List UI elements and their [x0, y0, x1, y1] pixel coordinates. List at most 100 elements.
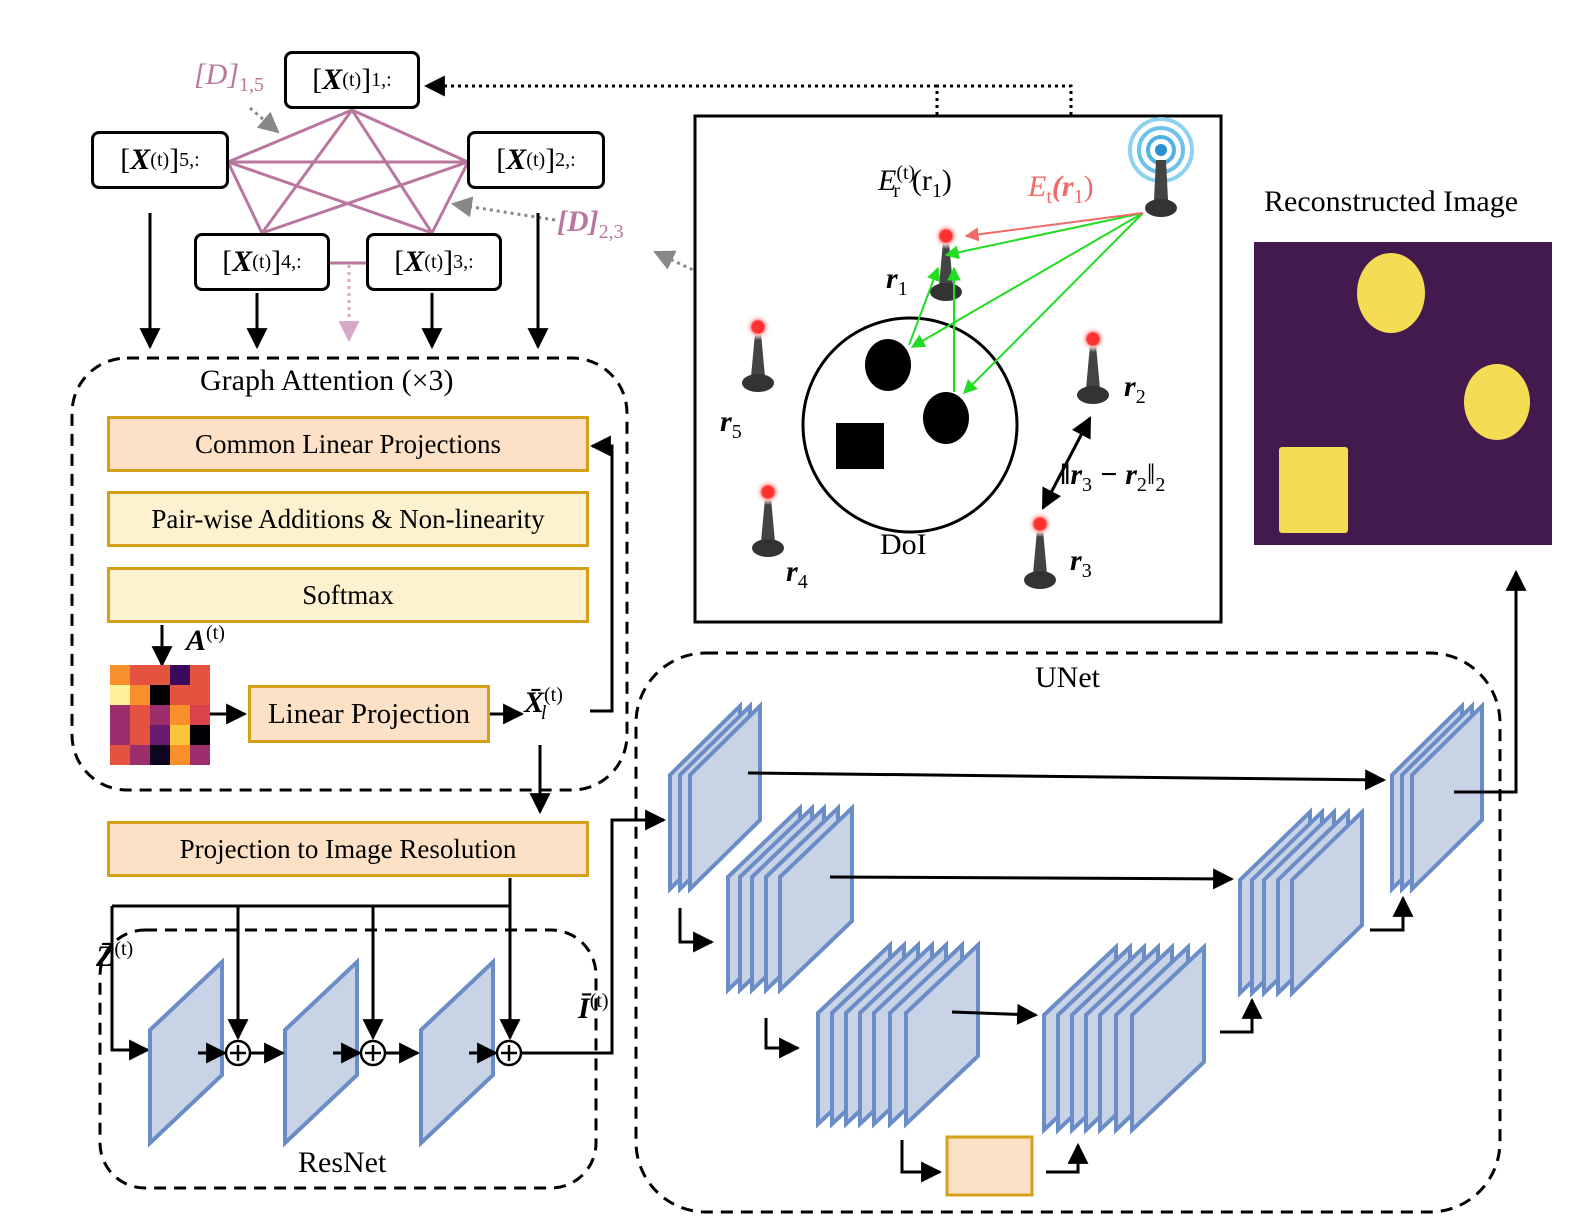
et-close: )	[1083, 170, 1094, 203]
resnet-region	[98, 928, 598, 1190]
er-arg-sub: 1	[931, 180, 942, 202]
scatterer-1	[865, 339, 911, 391]
distance-s1: 3	[1082, 474, 1093, 496]
node-5-main: X	[130, 143, 151, 176]
attention-cell	[110, 665, 130, 685]
et-arg-sub: 1	[1073, 186, 1084, 208]
recon-blob-2	[1464, 364, 1530, 440]
receiver-label-2: r2	[1124, 370, 1146, 409]
receiver-label-4: r4	[786, 555, 808, 594]
attention-cell	[150, 705, 170, 725]
attention-cell	[150, 665, 170, 685]
d23-label: [D]2,3	[557, 205, 624, 244]
attention-cell	[130, 745, 150, 765]
attention-loop-arrow	[589, 435, 614, 713]
graph-attention-region	[70, 356, 629, 792]
receiver-antenna-icon	[1077, 326, 1109, 404]
node-3-sup: (t)	[424, 250, 444, 273]
attention-cell	[130, 725, 150, 745]
resnet-title: ResNet	[298, 1146, 386, 1180]
node-3-sub: 3,:	[453, 250, 474, 273]
attention-output-main: X̄	[524, 686, 545, 719]
unet-arrows	[678, 569, 1527, 1183]
attention-cell	[170, 745, 190, 765]
transmitter-icon	[1128, 117, 1194, 217]
resnet-input-main: Z̄	[96, 940, 115, 973]
attention-cell	[130, 665, 150, 685]
et-label: Et(r1)	[1028, 170, 1094, 209]
receiver-2-sub: 2	[1135, 386, 1146, 408]
graph-node-4: [X(t)]4,:	[194, 233, 330, 291]
node-4-sup: (t)	[252, 250, 272, 273]
receiver-antenna-icon	[752, 479, 784, 557]
attention-cell	[110, 705, 130, 725]
scatterer-square	[836, 423, 884, 469]
d15-sub: 1,5	[239, 74, 265, 96]
er-label: E(t)r(r1)	[878, 162, 952, 203]
graph-attention-repeat: (×3)	[401, 364, 454, 397]
common-linear-projections-label: Common Linear Projections	[195, 428, 501, 459]
node-2-sub: 2,:	[555, 148, 576, 171]
resnet-input-sup: (t)	[114, 938, 134, 960]
pairwise-additions-block: Pair-wise Additions & Non-linearity	[107, 491, 589, 547]
attention-label: A(t)	[186, 622, 225, 658]
resnet-input-label: Z̄(t)	[96, 938, 133, 974]
softmax-block: Softmax	[107, 567, 589, 623]
attention-label-sup: (t)	[206, 622, 225, 644]
receiver-antenna-icon	[1024, 511, 1056, 589]
unet-title-text: UNet	[1035, 661, 1100, 694]
node-2-sup: (t)	[526, 148, 546, 171]
unet-title: UNet	[1035, 661, 1100, 695]
attention-cell	[130, 705, 150, 725]
attention-cell	[190, 745, 210, 765]
resnet-title-text: ResNet	[298, 1146, 387, 1179]
reconstructed-image-title: Reconstructed Image	[1264, 185, 1518, 219]
attention-output-label: X̄(t)l	[524, 684, 563, 725]
receiver-label-1: r1	[886, 262, 908, 301]
receiver-2-name: r	[1124, 370, 1136, 403]
incident-field-arrows	[908, 212, 1144, 394]
d15-pointer	[249, 106, 280, 134]
receiver-antenna-icon	[742, 314, 774, 392]
distance-close: ‖	[1146, 458, 1156, 491]
distance-arrow	[1041, 416, 1092, 510]
attention-cell	[110, 685, 130, 705]
distance-s3: 2	[1155, 474, 1166, 496]
resnet-output-main: Ī	[578, 992, 590, 1025]
doi-label: DoI	[880, 528, 927, 562]
common-linear-projections-block: Common Linear Projections	[107, 416, 589, 472]
receiver-1-sub: 1	[897, 278, 908, 300]
attention-cell	[110, 725, 130, 745]
er-sub: r	[893, 180, 900, 202]
node-2-main: X	[506, 143, 527, 176]
receiver-5-sub: 5	[731, 421, 742, 443]
recon-blob-1	[1357, 253, 1425, 333]
d23-pointer	[450, 196, 556, 222]
receiver-5-name: r	[720, 405, 732, 438]
attention-matrix	[110, 665, 210, 765]
attention-cell	[190, 725, 210, 745]
attention-cell	[170, 725, 190, 745]
unet-layers	[668, 701, 1484, 1135]
node-1-main: X	[322, 63, 343, 96]
et-main: E	[1028, 170, 1047, 203]
node-3-main: X	[404, 245, 425, 278]
node-5-sup: (t)	[150, 148, 170, 171]
resnet-output-label: Ī(t)	[578, 990, 609, 1026]
er-sup: (t)	[896, 162, 916, 184]
attention-cell	[130, 685, 150, 705]
d23-main: [D]	[557, 205, 599, 238]
attention-output-sub: l	[540, 702, 547, 724]
er-arg: (r	[911, 164, 932, 197]
distance-open: ‖r	[1060, 458, 1083, 491]
scatterer-2	[923, 392, 969, 444]
reconstructed-image-title-text: Reconstructed Image	[1264, 185, 1519, 218]
resnet-layers	[148, 957, 495, 1148]
graph-node-5: [X(t)]5,:	[91, 131, 229, 189]
unet-region	[634, 651, 1502, 1214]
distance-mid: − r	[1092, 458, 1137, 491]
resnet-flow	[198, 809, 667, 1064]
receiver-label-3: r3	[1070, 544, 1092, 583]
softmax-label: Softmax	[302, 579, 394, 610]
